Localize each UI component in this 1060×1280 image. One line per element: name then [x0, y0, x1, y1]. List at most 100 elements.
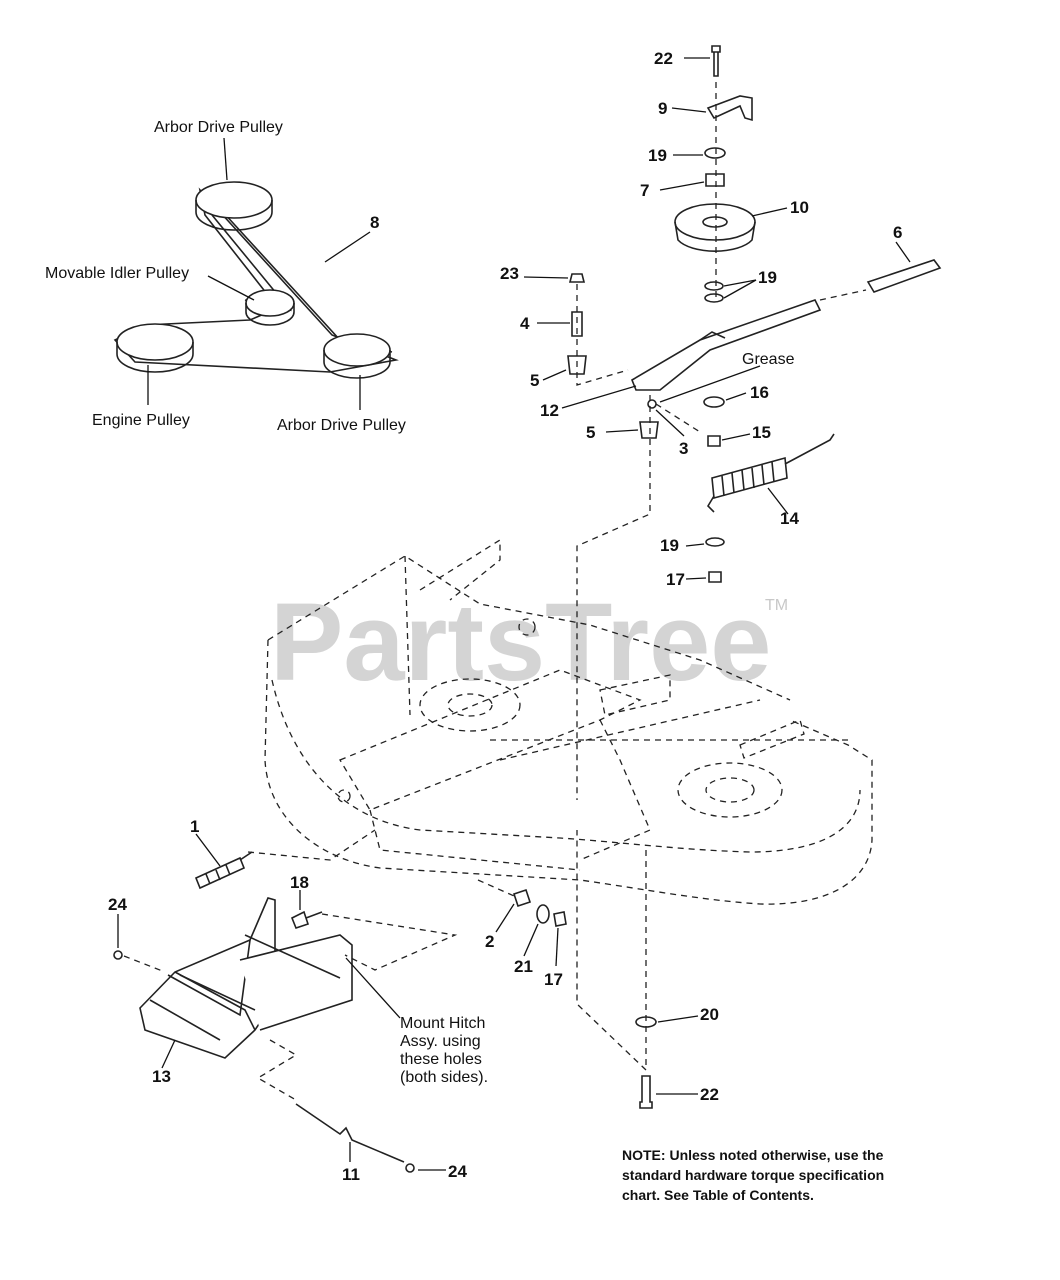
- idler-arm-12: [631, 299, 822, 391]
- mount-note-line-4: (both sides).: [400, 1069, 488, 1086]
- callout-24-b: 24: [448, 1162, 467, 1181]
- mower-deck: [264, 538, 873, 905]
- spring-14: [711, 456, 788, 500]
- spring-1: [194, 856, 246, 890]
- idler-assembly: 22 9 19 7 10 6 23 19 4 Grease 5 16 12 5 …: [500, 45, 942, 800]
- mount-note-line-2: Assy. using: [400, 1033, 481, 1050]
- spacer-7: [705, 173, 725, 187]
- assembly-line-grease: [655, 403, 701, 433]
- leader-10: [751, 207, 788, 217]
- hitch-assembly: 1 18 24 13 11 24 Mount Hitch Assy. using…: [108, 817, 488, 1184]
- watermark-text: PartsTree: [270, 581, 771, 704]
- nut-23: [568, 273, 586, 283]
- assembly-line-24: [123, 955, 166, 973]
- callout-17-a: 17: [666, 570, 685, 589]
- washer-19-b1: [704, 281, 724, 291]
- assembly-line-lower: [477, 830, 647, 1072]
- idler-pulley-10-rim: [674, 221, 756, 252]
- assembly-line-pin: [256, 1039, 298, 1101]
- leader-16: [725, 392, 747, 401]
- washer-19-c: [705, 537, 725, 547]
- callout-22-bottom: 22: [700, 1085, 719, 1104]
- arbor-pulley-top: [195, 181, 273, 219]
- note-lead: NOTE:: [622, 1147, 666, 1163]
- callout-15: 15: [752, 423, 771, 442]
- deck-channels: [490, 699, 850, 761]
- leader-2: [495, 903, 515, 933]
- torque-note: NOTE: Unless noted otherwise, use the st…: [622, 1147, 884, 1203]
- deck-center-plate: [599, 674, 671, 716]
- arbor-pulley-top-rim: [195, 200, 273, 231]
- callout-5-b: 5: [586, 423, 595, 442]
- spacer-2: [512, 888, 532, 908]
- spring-14-coils: [721, 461, 775, 497]
- deck-left-bracket: [404, 538, 501, 716]
- deck-hole-2: [337, 789, 351, 803]
- nut-17-a: [708, 571, 722, 583]
- note-line-2: standard hardware torque specification: [622, 1167, 884, 1183]
- leader-grease: [659, 365, 761, 403]
- callout-1: 1: [190, 817, 199, 836]
- leader-19-b2: [723, 279, 757, 299]
- leader-15: [721, 433, 751, 441]
- idler-pulley: [245, 289, 295, 317]
- bolt-18: [290, 910, 323, 929]
- nut-17-b: [553, 911, 567, 927]
- spacer-4: [571, 311, 583, 337]
- deck-spindle-right: [677, 762, 783, 818]
- arbor-pulley-bottom-rim: [323, 350, 391, 379]
- leader-20: [657, 1015, 699, 1023]
- washer-19-a: [704, 147, 726, 159]
- nut-15: [707, 435, 721, 447]
- deck-lower-frame: [369, 719, 651, 871]
- callout-2: 2: [485, 932, 494, 951]
- pin-11: [295, 1103, 405, 1163]
- idler-pulley-10: [674, 203, 756, 241]
- callout-21: 21: [514, 957, 533, 976]
- label-idler: Movable Idler Pulley: [45, 265, 189, 282]
- engine-pulley: [116, 323, 194, 361]
- callout-19-a: 19: [648, 146, 667, 165]
- spring-1-coils: [205, 851, 253, 885]
- mount-note-line-3: these holes: [400, 1051, 482, 1068]
- bushing-5-b: [639, 421, 659, 439]
- idler-arm-12-bend: [699, 331, 726, 341]
- callout-17-b: 17: [544, 970, 563, 989]
- hitch-rod-2: [179, 974, 256, 1011]
- callout-24-a: 24: [108, 895, 127, 914]
- grease-fitting-3: [647, 399, 657, 409]
- bolt-22-bottom: [639, 1075, 653, 1109]
- label-grease: Grease: [742, 351, 795, 368]
- leader-6: [895, 241, 911, 263]
- assembly-line-left: [576, 284, 629, 386]
- callout-12: 12: [540, 401, 559, 420]
- leader-12: [561, 385, 637, 409]
- leader-23: [523, 276, 569, 279]
- callout-10: 10: [790, 198, 809, 217]
- deck-spindle-right-hub: [705, 777, 755, 803]
- mount-note-line-1: Mount Hitch: [400, 1015, 485, 1032]
- washer-21: [536, 904, 550, 924]
- hitch-frame-13: [139, 897, 276, 1059]
- leader-21: [523, 923, 539, 957]
- label-engine: Engine Pulley: [92, 412, 190, 429]
- handle-6: [866, 259, 942, 293]
- deck-right-tab: [739, 719, 805, 759]
- idler-pulley-10-hub: [702, 216, 728, 228]
- callout-14: 14: [780, 509, 799, 528]
- leader-7: [659, 181, 705, 191]
- leader-17-b: [555, 927, 559, 967]
- leader-idler: [207, 275, 255, 301]
- callout-19-b: 19: [758, 268, 777, 287]
- label-arbor-bottom: Arbor Drive Pulley: [277, 417, 406, 434]
- assembly-line-hitch-deck: [247, 829, 458, 971]
- assembly-line-pivot: [576, 395, 651, 800]
- label-arbor-top: Arbor Drive Pulley: [154, 119, 283, 136]
- callout-4: 4: [520, 314, 530, 333]
- assembly-line-handle: [819, 289, 867, 301]
- leader-3: [655, 409, 685, 437]
- belt-inner-1: [211, 199, 393, 353]
- leader-9: [671, 107, 707, 113]
- callout-11: 11: [342, 1165, 360, 1184]
- callout-5-a: 5: [530, 371, 539, 390]
